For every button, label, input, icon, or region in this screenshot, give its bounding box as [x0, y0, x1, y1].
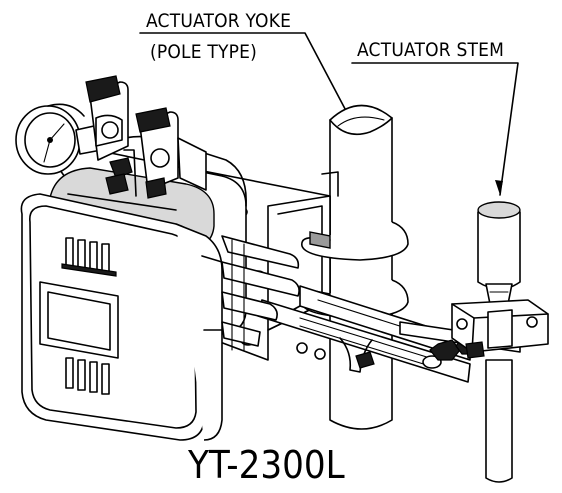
yoke-pole [329, 104, 393, 430]
model-number: YT-2300L [187, 443, 345, 487]
vent-fins-lower [65, 357, 110, 395]
vent-fins-upper [61, 237, 117, 277]
mounting-bolts [296, 342, 375, 369]
housing-side-cylinders [221, 235, 300, 351]
stem-clamp [451, 299, 549, 359]
label-pole-type: (POLE TYPE) [150, 41, 257, 63]
port-fitting-right [135, 107, 207, 191]
label-actuator-yoke: ACTUATOR YOKE [146, 10, 291, 32]
leader-stem [351, 62, 519, 196]
lcd-display-window [39, 281, 119, 359]
port-fitting-left [85, 75, 129, 161]
actuator-stem [477, 201, 521, 483]
label-actuator-stem: ACTUATOR STEM [357, 39, 504, 61]
u-bolt-upper [301, 221, 409, 261]
tubing-fittings [105, 149, 167, 199]
